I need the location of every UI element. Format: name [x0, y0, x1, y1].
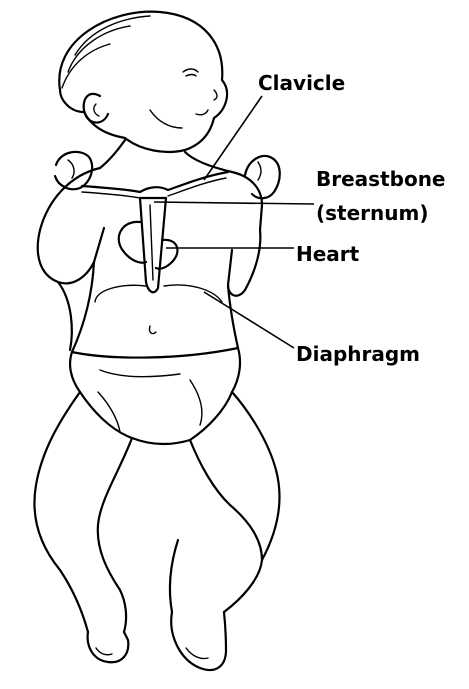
label-leader-lines	[154, 96, 314, 348]
heart-label: Heart	[296, 243, 359, 265]
baby-head	[59, 12, 227, 152]
baby-legs	[34, 392, 279, 670]
baby-torso	[38, 140, 280, 352]
breastbone-leader	[154, 202, 314, 204]
diaphragm-leader	[204, 292, 294, 348]
clavicle-leader	[204, 96, 262, 180]
sternum-label: (sternum)	[316, 202, 429, 224]
breastbone-label: Breastbone	[316, 168, 446, 190]
sternum-bone	[140, 198, 166, 292]
diaper	[70, 348, 240, 444]
heart-organ	[119, 222, 178, 269]
clavicle-label: Clavicle	[258, 72, 345, 94]
diaphragm-label: Diaphragm	[296, 343, 420, 365]
